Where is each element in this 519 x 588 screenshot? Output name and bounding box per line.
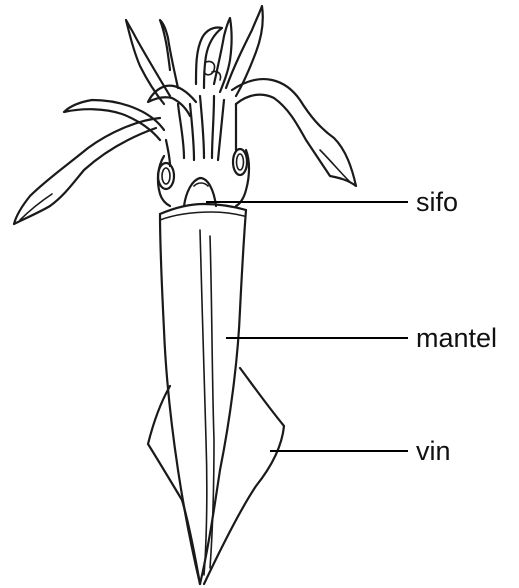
- fin-label: vin: [416, 436, 451, 466]
- gladius-line: [200, 230, 207, 575]
- arms-and-tentacles: [14, 6, 356, 224]
- left-eye: [158, 163, 174, 189]
- right-tentacle: [232, 79, 356, 186]
- arm-left-3: [160, 20, 178, 88]
- mantle-collar-lower: [160, 212, 244, 220]
- arm-base-2: [190, 104, 194, 160]
- siphon-label: sifo: [416, 187, 458, 217]
- right-eye: [233, 149, 247, 175]
- arm-base-4: [212, 96, 214, 158]
- head: [158, 96, 249, 206]
- left-fin: [148, 386, 200, 584]
- arm-base-1: [178, 104, 184, 158]
- arm-mid-1: [196, 27, 222, 88]
- right-eye-inner: [237, 154, 244, 170]
- siphon-opening: [194, 183, 208, 186]
- mantle-label: mantel: [416, 323, 497, 353]
- gladius-line-2: [210, 236, 214, 568]
- left-tentacle: [14, 118, 160, 224]
- right-fin: [204, 368, 284, 584]
- mantle-outline: [160, 210, 246, 584]
- arm-base-5: [218, 100, 224, 160]
- arm-base-3: [200, 96, 204, 158]
- left-eye-inner: [162, 168, 170, 184]
